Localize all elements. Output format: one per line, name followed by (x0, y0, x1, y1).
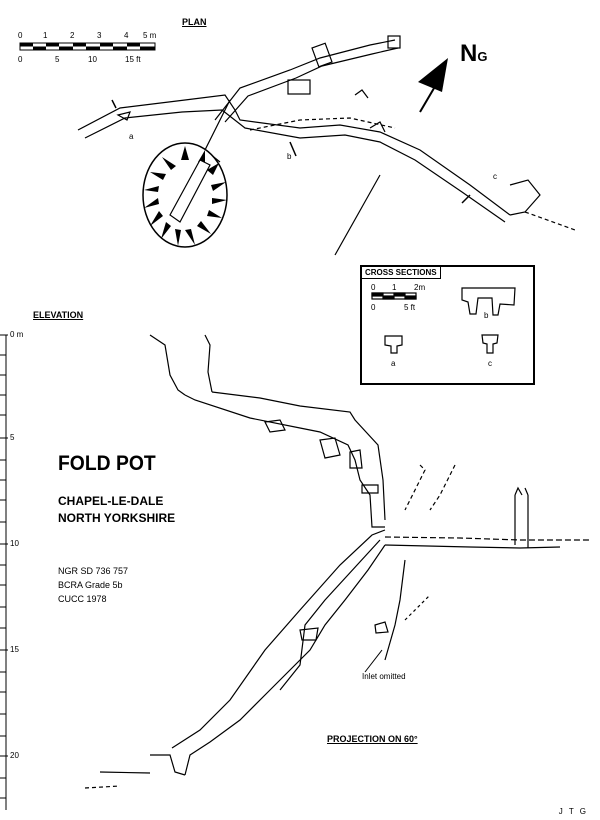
plan-passage-end-tail (524, 211, 576, 231)
scale-ft-10: 10 (88, 55, 97, 64)
plan-passage-upper (214, 39, 396, 121)
plan-drawing (77, 35, 576, 256)
north-letter: N (460, 40, 478, 67)
elev-bottom-sump (99, 754, 186, 776)
elevation-title: ELEVATION (33, 310, 84, 320)
inlet-omitted-note: Inlet omitted (362, 672, 406, 681)
surveyor-initials: J T G (558, 807, 588, 816)
elev-inlet-leader (364, 649, 383, 673)
scale-m-0: 0 (18, 31, 23, 40)
xs-c-shape (481, 334, 499, 354)
elev-upper-floor (184, 394, 385, 528)
elev-shaft-right-2 (429, 464, 456, 511)
xs-scale-ft-0: 0 (371, 303, 376, 312)
scale-ft-5: 5 (55, 55, 60, 64)
elev-horizontal-roof (384, 536, 590, 541)
elev-inner-wall (279, 539, 381, 691)
xs-label-b: b (484, 311, 489, 320)
club-credit: CUCC 1978 (58, 594, 107, 604)
elev-horizontal-floor (384, 544, 561, 549)
north-arrow (418, 58, 448, 113)
section-marker-a: a (129, 132, 134, 141)
xs-label-a: a (391, 359, 396, 368)
elev-entrance-left (149, 334, 186, 396)
cross-sections-title: CROSS SECTIONS (362, 267, 441, 279)
plan-scale-bar (19, 42, 156, 51)
elev-entrance-right (204, 334, 213, 393)
elev-shaft-right (404, 464, 426, 511)
north-label: NG (460, 40, 487, 68)
scale-m-2: 2 (70, 31, 75, 40)
location-line-2: NORTH YORKSHIRE (58, 511, 176, 525)
elev-upper-roof (211, 391, 386, 521)
xs-scale-m-1: 1 (392, 283, 397, 292)
depth-label-10: 10 (10, 539, 19, 548)
plan-block-1 (287, 79, 311, 95)
elev-main-passage-upper (171, 529, 386, 749)
plan-block-3 (387, 35, 401, 49)
xs-a-shape (384, 335, 403, 354)
cross-sections-panel: CROSS SECTIONS (360, 265, 535, 385)
xs-scale-m-0: 0 (371, 283, 376, 292)
scale-ft-0: 0 (18, 55, 23, 64)
scale-m-4: 4 (124, 31, 129, 40)
depth-label-15: 15 (10, 645, 19, 654)
plan-passage-main (77, 94, 511, 216)
north-arrow-head (418, 58, 448, 92)
plan-block-2 (311, 42, 333, 68)
section-marker-b: b (287, 152, 292, 161)
depth-label-5: 5 (10, 433, 15, 442)
projection-title: PROJECTION ON 60° (327, 734, 418, 744)
shaft-hachures (144, 146, 227, 246)
depth-axis-ticks (0, 334, 8, 799)
depth-label-20: 20 (10, 751, 19, 760)
cave-name: FOLD POT (58, 452, 156, 475)
elev-inlet-dashes (404, 594, 431, 621)
scale-m-1: 1 (43, 31, 48, 40)
elev-main-passage-lower (184, 544, 386, 776)
ngr-reference: NGR SD 736 757 (58, 566, 129, 576)
section-marker-ticks (111, 99, 471, 204)
shaft-passage (169, 159, 211, 223)
elev-inner-wall-2 (384, 559, 406, 661)
plan-passage-end (509, 179, 541, 216)
scale-m-5: 5 m (143, 31, 157, 40)
shaft-rosette (142, 142, 228, 248)
elev-right-shaft (514, 495, 529, 548)
plan-debris (116, 89, 386, 133)
section-marker-c: c (493, 172, 497, 181)
plan-passage-main-wall (84, 109, 506, 223)
xs-label-c: c (488, 359, 492, 368)
elev-bottom-dash (84, 785, 121, 789)
elevation-drawing (0, 334, 590, 810)
plan-passage-upper-wall (224, 47, 399, 123)
cross-section-drawings (371, 287, 516, 354)
scale-ft-15: 15 ft (125, 55, 141, 64)
elev-right-shaft-top (514, 486, 529, 496)
depth-label-0: 0 m (10, 330, 24, 339)
location-line-1: CHAPEL-LE-DALE (58, 494, 164, 508)
north-arrow-shaft (419, 77, 441, 113)
plan-long-line (334, 174, 381, 256)
bcra-grade: BCRA Grade 5b (58, 580, 123, 590)
xs-scale-m-2: 2m (414, 283, 426, 292)
elev-blocks (264, 419, 389, 641)
plan-title: PLAN (182, 17, 207, 27)
north-subscript: G (477, 49, 488, 64)
scale-m-3: 3 (97, 31, 102, 40)
xs-b-shape (461, 287, 516, 316)
xs-scale-ft-5: 5 ft (404, 303, 416, 312)
